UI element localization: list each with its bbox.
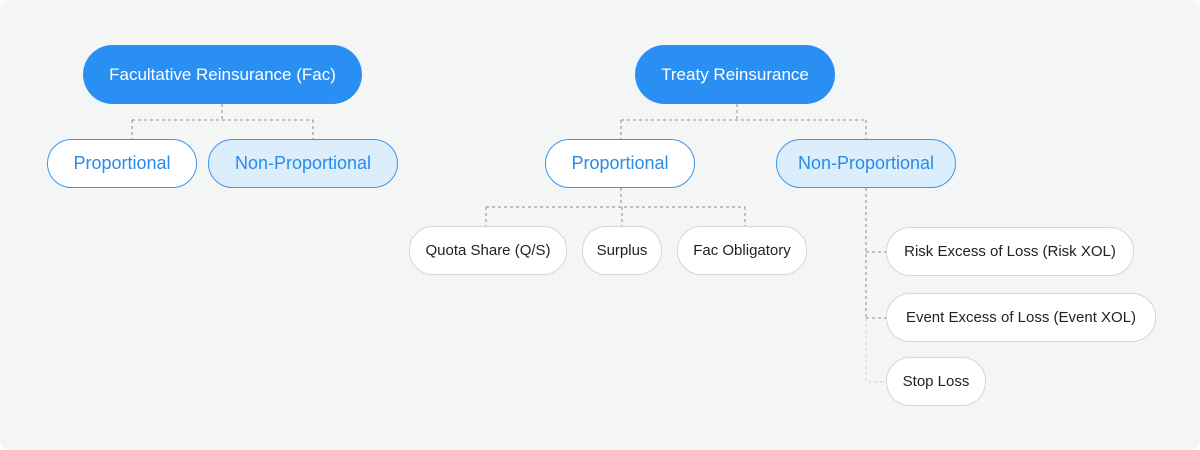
fac-obligatory-node: Fac Obligatory (677, 226, 807, 275)
quota-share-node: Quota Share (Q/S) (409, 226, 567, 275)
connector-treaty-proportional (485, 188, 746, 230)
event-xol-node: Event Excess of Loss (Event XOL) (886, 293, 1156, 342)
connector-fac-root (131, 104, 314, 144)
connector-treaty-nonproportional (865, 188, 893, 319)
risk-xol-node: Risk Excess of Loss (Risk XOL) (886, 227, 1134, 276)
connector-treaty-root (620, 104, 867, 144)
surplus-node: Surplus (582, 226, 662, 275)
facultative-reinsurance-node: Facultative Reinsurance (Fac) (83, 45, 362, 104)
fac-proportional-node: Proportional (47, 139, 197, 188)
fac-non-proportional-node: Non-Proportional (208, 139, 398, 188)
treaty-reinsurance-node: Treaty Reinsurance (635, 45, 835, 104)
treaty-non-proportional-node: Non-Proportional (776, 139, 956, 188)
treaty-proportional-node: Proportional (545, 139, 695, 188)
stop-loss-node: Stop Loss (886, 357, 986, 406)
